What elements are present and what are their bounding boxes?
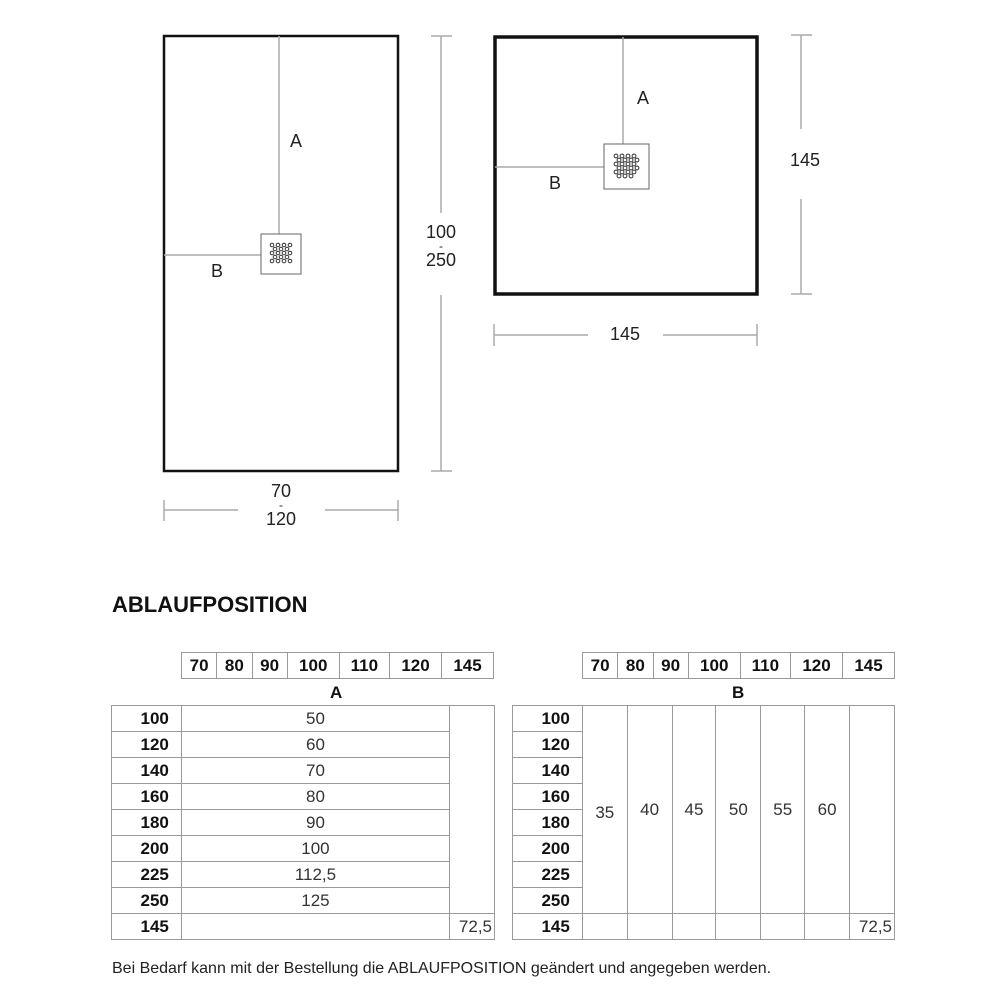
drain-icon bbox=[603, 143, 650, 190]
b-value: 55 bbox=[760, 705, 806, 914]
b-value: 35 bbox=[581, 705, 628, 914]
drain-icon bbox=[260, 233, 302, 275]
row-length: 145 bbox=[111, 913, 182, 940]
table-b-section-label: B bbox=[732, 683, 745, 702]
table-row: 225 bbox=[512, 861, 895, 888]
col-header: 80 bbox=[617, 652, 654, 679]
col-header: 120 bbox=[790, 652, 843, 679]
col-header: 110 bbox=[338, 652, 391, 679]
width-sep: - bbox=[279, 497, 283, 512]
row-value: 72,5 bbox=[449, 913, 495, 940]
section-title: ABLAUFPOSITION bbox=[112, 592, 308, 617]
table-row: 200 bbox=[512, 835, 895, 862]
empty-cell bbox=[671, 913, 717, 940]
table-b-column-headers: 70 80 90 100 110 120 145 bbox=[581, 652, 895, 679]
col-header: 120 bbox=[389, 652, 442, 679]
table-row: 160 bbox=[512, 783, 895, 810]
table-a-column-headers: 70 80 90 100 110 120 145 bbox=[180, 652, 494, 679]
row-length: 250 bbox=[512, 887, 583, 914]
row-value: 50 bbox=[180, 705, 451, 732]
row-length: 250 bbox=[111, 887, 182, 914]
col-header: 80 bbox=[216, 652, 253, 679]
col-header: 145 bbox=[842, 652, 895, 679]
row-length: 225 bbox=[512, 861, 583, 888]
empty-cell bbox=[180, 913, 451, 940]
empty-cell bbox=[715, 913, 762, 940]
row-value: 112,5 bbox=[180, 861, 451, 888]
table-row: 100 50 bbox=[111, 705, 495, 914]
row-length: 200 bbox=[512, 835, 583, 862]
col-header: 70 bbox=[581, 652, 619, 679]
col-header: 100 bbox=[687, 652, 741, 679]
row-length: 100 bbox=[111, 705, 182, 732]
row-length: 120 bbox=[111, 731, 182, 758]
col-header: 110 bbox=[739, 652, 792, 679]
empty-cell bbox=[449, 705, 495, 914]
row-length: 225 bbox=[111, 861, 182, 888]
col-header: 90 bbox=[652, 652, 689, 679]
row-value: 60 bbox=[180, 731, 451, 758]
table-row: 100 35 40 45 50 55 60 bbox=[512, 705, 895, 914]
col-header: 145 bbox=[441, 652, 494, 679]
rect-tray-diagram bbox=[162, 34, 812, 521]
square-label-a: A bbox=[637, 88, 650, 108]
width-min: 70 bbox=[270, 481, 292, 501]
row-value: 90 bbox=[180, 809, 451, 836]
rect-width-dimension: 70 - 120 bbox=[256, 482, 306, 529]
row-length: 145 bbox=[512, 913, 583, 940]
empty-cell bbox=[581, 913, 628, 940]
table-row: 145 72,5 bbox=[111, 913, 495, 940]
rect-height-dimension: 100 - 250 bbox=[416, 223, 466, 270]
row-value: 80 bbox=[180, 783, 451, 810]
table-row: 140 bbox=[512, 757, 895, 784]
row-length: 120 bbox=[512, 731, 583, 758]
square-height-dimension: 145 bbox=[789, 150, 821, 170]
empty-cell bbox=[626, 913, 673, 940]
table-b: 100 35 40 45 50 55 60 120 140 160 180 20… bbox=[512, 705, 895, 940]
table-a-section-label: A bbox=[330, 683, 343, 702]
row-value: 100 bbox=[180, 835, 451, 862]
row-length: 140 bbox=[111, 757, 182, 784]
row-length: 140 bbox=[512, 757, 583, 784]
empty-cell bbox=[760, 913, 806, 940]
row-length: 180 bbox=[111, 809, 182, 836]
footnote: Bei Bedarf kann mit der Bestellung die A… bbox=[112, 960, 772, 977]
width-max: 120 bbox=[265, 508, 297, 529]
row-length: 160 bbox=[111, 783, 182, 810]
col-header: 90 bbox=[251, 652, 288, 679]
rect-tray-outline bbox=[162, 34, 400, 473]
square-tray-outline bbox=[493, 35, 759, 296]
b-value: 45 bbox=[671, 705, 717, 914]
table-row: 145 72,5 bbox=[512, 913, 895, 940]
empty-cell bbox=[804, 913, 850, 940]
height-max: 250 bbox=[425, 249, 457, 270]
row-value: 72,5 bbox=[849, 913, 895, 940]
row-length: 180 bbox=[512, 809, 583, 836]
row-value: 125 bbox=[180, 887, 451, 914]
height-sep: - bbox=[439, 238, 443, 253]
square-width-dimension: 145 bbox=[609, 324, 641, 344]
col-header: 70 bbox=[180, 652, 218, 679]
square-label-b: B bbox=[549, 173, 562, 193]
row-value: 70 bbox=[180, 757, 451, 784]
rect-label-a: A bbox=[290, 131, 303, 151]
row-length: 160 bbox=[512, 783, 583, 810]
empty-cell bbox=[849, 705, 895, 914]
b-value: 40 bbox=[626, 705, 673, 914]
height-min: 100 bbox=[425, 222, 457, 242]
col-header: 100 bbox=[286, 652, 340, 679]
b-value: 60 bbox=[804, 705, 850, 914]
row-length: 100 bbox=[512, 705, 583, 732]
rect-label-b: B bbox=[211, 261, 224, 281]
b-value: 50 bbox=[715, 705, 762, 914]
row-length: 200 bbox=[111, 835, 182, 862]
